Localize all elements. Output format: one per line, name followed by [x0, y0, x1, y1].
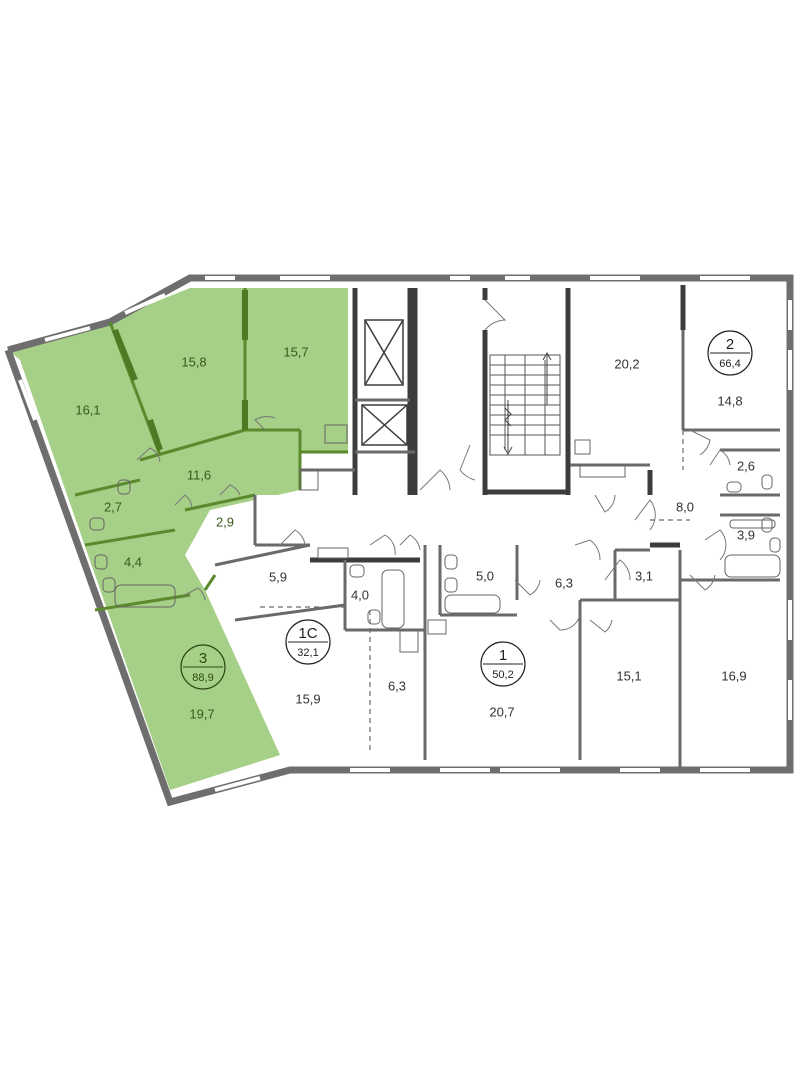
room-label: 6,3	[388, 678, 406, 693]
room-label: 19,7	[189, 706, 214, 721]
room-label: 4,4	[124, 554, 142, 569]
apartment-2-name: 2	[726, 336, 734, 353]
room-label: 20,2	[614, 356, 639, 371]
apartment-1-name: 1	[499, 647, 507, 664]
partition-walls	[214, 330, 780, 770]
apartment-1c-area-label: 32,1	[297, 647, 318, 659]
room-label: 15,1	[616, 668, 641, 683]
apartment-2-area-label: 66,4	[719, 358, 740, 370]
room-label: 15,8	[181, 354, 206, 369]
apartment-badge-3[interactable]: 3 88,9	[180, 644, 226, 690]
room-label: 4,0	[351, 587, 369, 602]
room-label: 6,3	[555, 575, 573, 590]
dashed-lines	[260, 430, 690, 752]
apartment-badge-1c[interactable]: 1С 32,1	[285, 619, 331, 665]
apartment-3-area[interactable]	[8, 288, 348, 790]
room-label: 5,0	[476, 568, 494, 583]
windows	[18, 276, 792, 792]
corridor	[255, 495, 645, 545]
room-label: 2,6	[737, 458, 755, 473]
apartment-3-thick-walls	[112, 290, 248, 451]
apartment-badge-1[interactable]: 1 50,2	[480, 641, 526, 687]
elevator-shafts	[361, 319, 408, 446]
room-label: 16,9	[721, 668, 746, 683]
interior-walls	[310, 285, 686, 563]
door-swings	[136, 299, 731, 633]
room-label: 2,7	[104, 499, 122, 514]
room-label: 15,7	[283, 344, 308, 359]
room-label: 14,8	[717, 393, 742, 408]
room-label: 2,9	[216, 514, 234, 529]
bathroom-fixtures	[89, 424, 781, 653]
apartment-badges: 3 88,9 1С 32,1 1 50,2 2 66,4	[180, 330, 753, 690]
room-label: 3,1	[635, 568, 653, 583]
room-label: 5,9	[269, 569, 287, 584]
room-label: 20,7	[489, 704, 514, 719]
room-label: 8,0	[676, 499, 694, 514]
stair-direction-arrows	[503, 351, 552, 456]
outer-walls	[4, 274, 794, 807]
apartment-1c-name: 1С	[298, 625, 317, 642]
room-labels: 16,1 15,8 15,7 11,6 2,7 2,9 4,4 19,7 5,9…	[75, 344, 755, 721]
room-label: 15,9	[295, 691, 320, 706]
apartment-3-area-label: 88,9	[192, 672, 213, 684]
staircase	[489, 354, 561, 456]
apartment-badge-2[interactable]: 2 66,4	[707, 330, 753, 376]
apartment-1-area-label: 50,2	[492, 669, 513, 681]
room-label: 16,1	[75, 402, 100, 417]
room-label: 11,6	[187, 467, 211, 482]
apartment-3-name: 3	[199, 650, 207, 667]
room-label: 3,9	[737, 527, 755, 542]
